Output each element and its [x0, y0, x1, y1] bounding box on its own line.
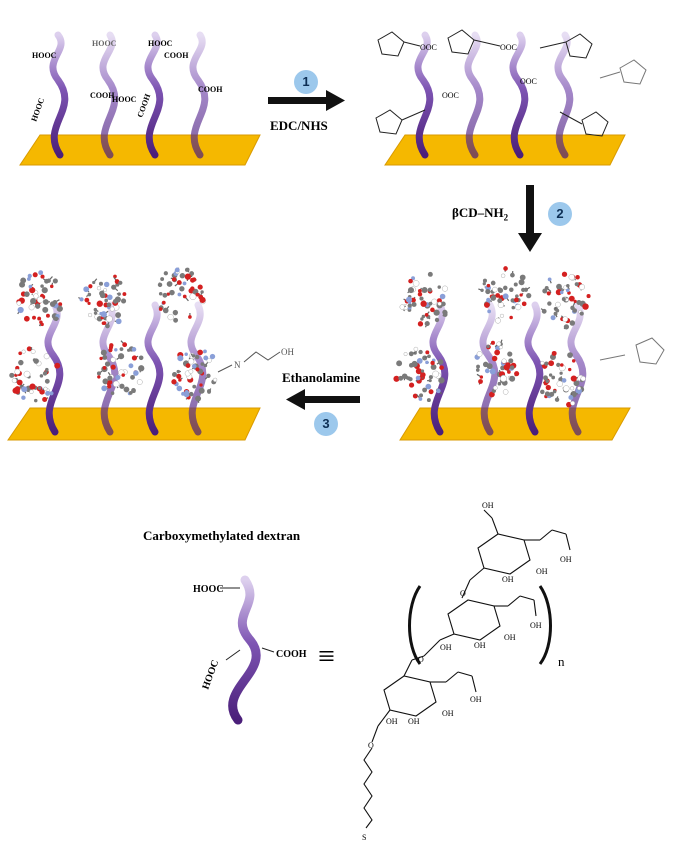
residual-nhs-ester — [599, 337, 665, 365]
legend-dextran-strand — [220, 575, 275, 725]
legend-carboxyl-label: HOOC — [193, 584, 224, 595]
carboxyl-label: COOH — [90, 91, 115, 100]
svg-text:OH: OH — [386, 717, 398, 726]
cyclodextrin-cluster — [157, 267, 206, 323]
cyclodextrin-cluster — [9, 346, 61, 403]
step-arrow-3 — [286, 389, 360, 410]
dextran-strand — [49, 31, 69, 159]
svg-text:OH: OH — [502, 575, 514, 584]
carboxyl-label: HOOC — [92, 39, 117, 48]
svg-text:OH: OH — [482, 501, 494, 510]
equivalence-sign: ≡ — [318, 640, 335, 673]
nhs-ester-label: OOC — [442, 91, 459, 100]
step-reagent-2-main: βCD–NH — [452, 205, 504, 220]
step-badge-2: 2 — [548, 202, 572, 226]
svg-text:OH: OH — [408, 717, 420, 726]
dextran-strand — [44, 301, 64, 436]
panel-nhs-activated-surface: OOC OOC OOC OOC — [375, 29, 647, 166]
cyclodextrin-cluster — [96, 340, 145, 396]
panel-blocked-surface: N OH — [7, 267, 294, 441]
svg-text:OH: OH — [474, 641, 486, 650]
svg-text:OH: OH — [530, 621, 542, 630]
cyclodextrin-cluster — [540, 271, 591, 330]
cyclodextrin-cluster — [171, 349, 218, 403]
legend-carboxyl-label: HOOC — [200, 659, 221, 691]
cyclodextrin-cluster — [474, 339, 520, 398]
svg-text:OH: OH — [536, 567, 548, 576]
legend-title: Carboxymethylated dextran — [143, 528, 301, 543]
step-arrow-1 — [268, 90, 345, 111]
carboxyl-label: COOH — [198, 85, 223, 94]
cyclodextrin-cluster — [393, 346, 445, 403]
dextran-strand — [144, 31, 164, 159]
legend-carboxyl-label: COOH — [276, 649, 307, 660]
nhs-ester-label: OOC — [420, 43, 437, 52]
svg-text:OH: OH — [470, 695, 482, 704]
cyclodextrin-cluster — [399, 271, 448, 328]
dextran-strand — [479, 301, 499, 436]
dextran-strand — [189, 31, 209, 159]
nhs-ester-rings — [375, 29, 647, 137]
svg-text:O: O — [368, 741, 374, 750]
carboxyl-label: HOOC — [29, 96, 46, 122]
step-reagent-2: βCD–NH2 — [452, 205, 508, 223]
dextran-strand — [464, 31, 484, 159]
nhs-ester-label: OOC — [500, 43, 517, 52]
svg-text:O: O — [418, 655, 424, 664]
dextran-strand — [524, 301, 544, 436]
carboxyl-label: COOH — [135, 92, 152, 119]
cyclodextrin-cluster — [78, 274, 127, 329]
svg-text:O: O — [460, 589, 466, 598]
step-badge-3: 3 — [314, 412, 338, 436]
step-reagent-2-subscript: 2 — [503, 212, 509, 223]
step-reagent-3: Ethanolamine — [282, 370, 361, 385]
step-arrow-2 — [518, 185, 542, 252]
ethanolamine-n-label: N — [234, 360, 241, 370]
cyclodextrin-cluster — [540, 350, 586, 408]
ethanolamine-cap — [217, 351, 281, 373]
dextran-strand — [99, 301, 119, 436]
step-reagent-1: EDC/NHS — [270, 118, 328, 133]
dextran-strand — [509, 31, 529, 159]
repeat-subscript-n: n — [558, 654, 565, 669]
structure-atom-labels: OH OH OH OH OH OH OH OH OH OH OH OH O O … — [362, 501, 572, 842]
dextran-strand — [99, 31, 119, 159]
nhs-ester-label: OOC — [520, 77, 537, 86]
carboxyl-label: HOOC — [148, 39, 173, 48]
dextran-strand — [144, 301, 164, 436]
dextran-strand — [554, 31, 574, 159]
carboxyl-label: HOOC — [112, 95, 137, 104]
panel-cd-coupled-surface — [393, 266, 665, 441]
dextran-chemical-structure — [363, 509, 571, 829]
dextran-strand — [429, 301, 449, 436]
svg-text:OH: OH — [560, 555, 572, 564]
panel-cm-dextran-surface: HOOC HOOC HOOC COOH COOH COOH HOOC HOOC … — [19, 31, 261, 166]
svg-text:S: S — [362, 833, 366, 842]
svg-text:OH: OH — [504, 633, 516, 642]
dextran-strand — [414, 31, 434, 159]
step-badge-1: 1 — [294, 70, 318, 94]
repeat-brackets — [408, 585, 552, 665]
carboxyl-label: COOH — [164, 51, 189, 60]
ethanolamine-oh-label: OH — [281, 347, 294, 357]
svg-text:OH: OH — [442, 709, 454, 718]
svg-text:OH: OH — [440, 643, 452, 652]
carboxyl-label: HOOC — [32, 51, 57, 60]
cyclodextrin-cluster — [478, 266, 532, 324]
cyclodextrin-cluster — [16, 270, 63, 327]
dextran-strand — [567, 301, 587, 436]
